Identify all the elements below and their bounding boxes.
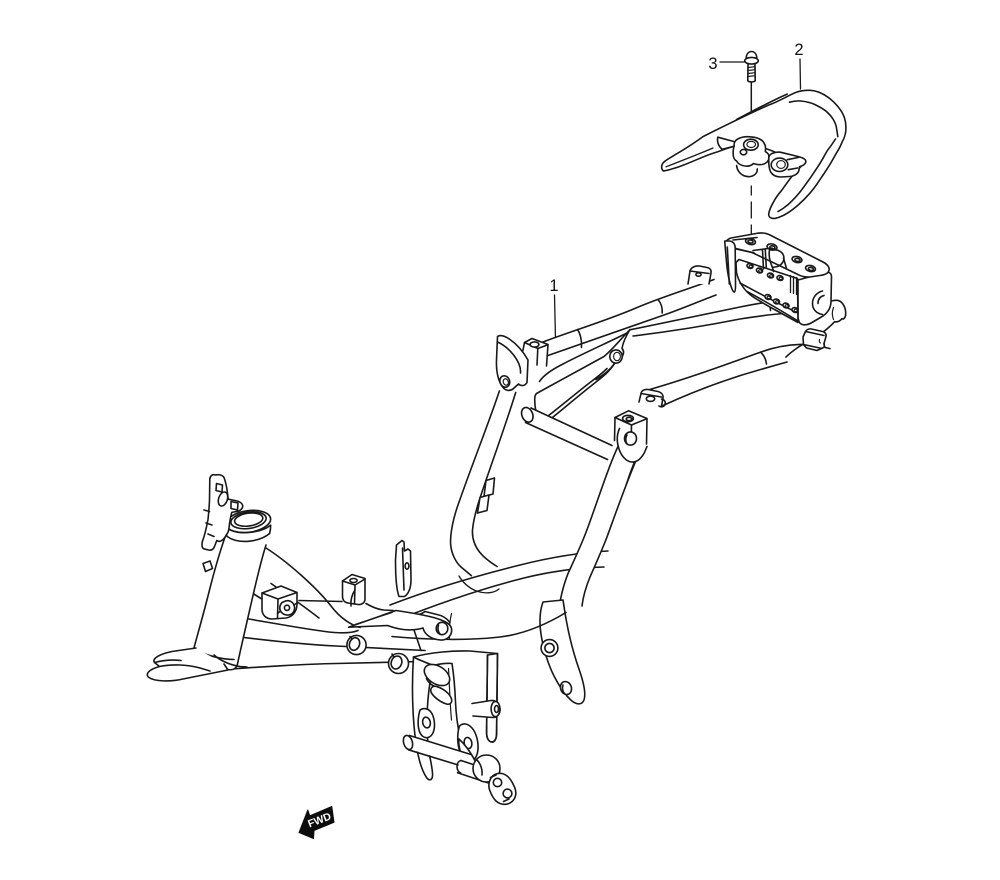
svg-text:3: 3 [708,55,717,73]
svg-text:2: 2 [794,41,803,59]
svg-text:1: 1 [549,277,558,295]
